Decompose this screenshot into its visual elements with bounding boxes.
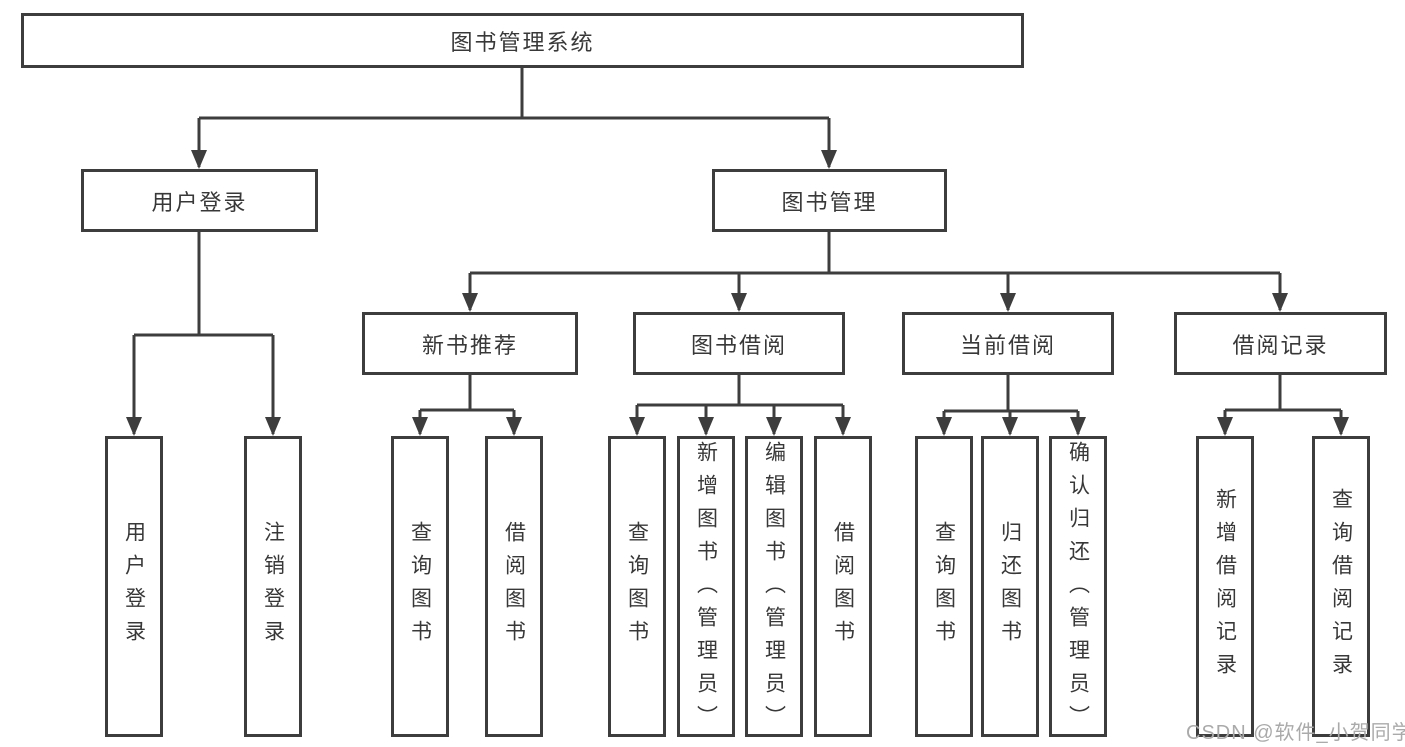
node-label: 当前借阅	[959, 332, 1056, 358]
leaf-label: 查询图书	[932, 520, 956, 653]
leaf-borrow-books-borrowing: 借阅图书	[814, 436, 872, 737]
node-book-borrowing: 图书借阅	[633, 312, 845, 375]
node-label: 图书管理系统	[450, 29, 595, 55]
leaf-edit-book-admin: 编辑图书（管理员）	[745, 436, 803, 738]
leaf-label: 确认归还（管理员）	[1066, 440, 1090, 738]
node-label: 借阅记录	[1232, 332, 1329, 358]
leaf-add-book-admin: 新增图书（管理员）	[677, 436, 735, 738]
node-current-borrowing: 当前借阅	[902, 312, 1114, 375]
leaf-query-books-borrowing: 查询图书	[608, 436, 666, 737]
node-new-book-recommend: 新书推荐	[362, 312, 578, 375]
leaf-label: 注销登录	[261, 520, 285, 653]
node-user-login: 用户登录	[81, 169, 318, 232]
leaf-label: 编辑图书（管理员）	[762, 440, 786, 738]
leaf-label: 用户登录	[122, 520, 146, 653]
leaf-borrow-books-recommend: 借阅图书	[485, 436, 543, 737]
leaf-add-borrow-record: 新增借阅记录	[1196, 436, 1254, 737]
node-borrowing-records: 借阅记录	[1174, 312, 1387, 375]
node-book-management: 图书管理	[712, 169, 947, 232]
leaf-label: 借阅图书	[502, 520, 526, 653]
node-label: 新书推荐	[421, 332, 518, 358]
node-label: 图书借阅	[690, 332, 787, 358]
leaf-label: 新增借阅记录	[1213, 487, 1237, 686]
leaf-label: 查询图书	[625, 520, 649, 653]
leaf-user-login: 用户登录	[105, 436, 163, 737]
node-label: 用户登录	[151, 189, 248, 215]
leaf-label: 查询图书	[408, 520, 432, 653]
node-library-management-system: 图书管理系统	[21, 13, 1024, 68]
arrowhead-icon	[126, 150, 1349, 436]
leaf-label: 归还图书	[998, 520, 1022, 653]
leaf-query-books-current: 查询图书	[915, 436, 973, 737]
leaf-confirm-return-admin: 确认归还（管理员）	[1049, 436, 1107, 738]
leaf-label: 借阅图书	[831, 520, 855, 653]
csdn-watermark: CSDN @软件_小贺同学	[1186, 722, 1405, 744]
node-label: 图书管理	[781, 189, 878, 215]
leaf-query-borrow-record: 查询借阅记录	[1312, 436, 1370, 737]
leaf-return-book: 归还图书	[981, 436, 1039, 737]
leaf-logout: 注销登录	[244, 436, 302, 737]
leaf-label: 查询借阅记录	[1329, 487, 1353, 686]
leaf-query-books-recommend: 查询图书	[391, 436, 449, 737]
leaf-label: 新增图书（管理员）	[694, 440, 718, 738]
